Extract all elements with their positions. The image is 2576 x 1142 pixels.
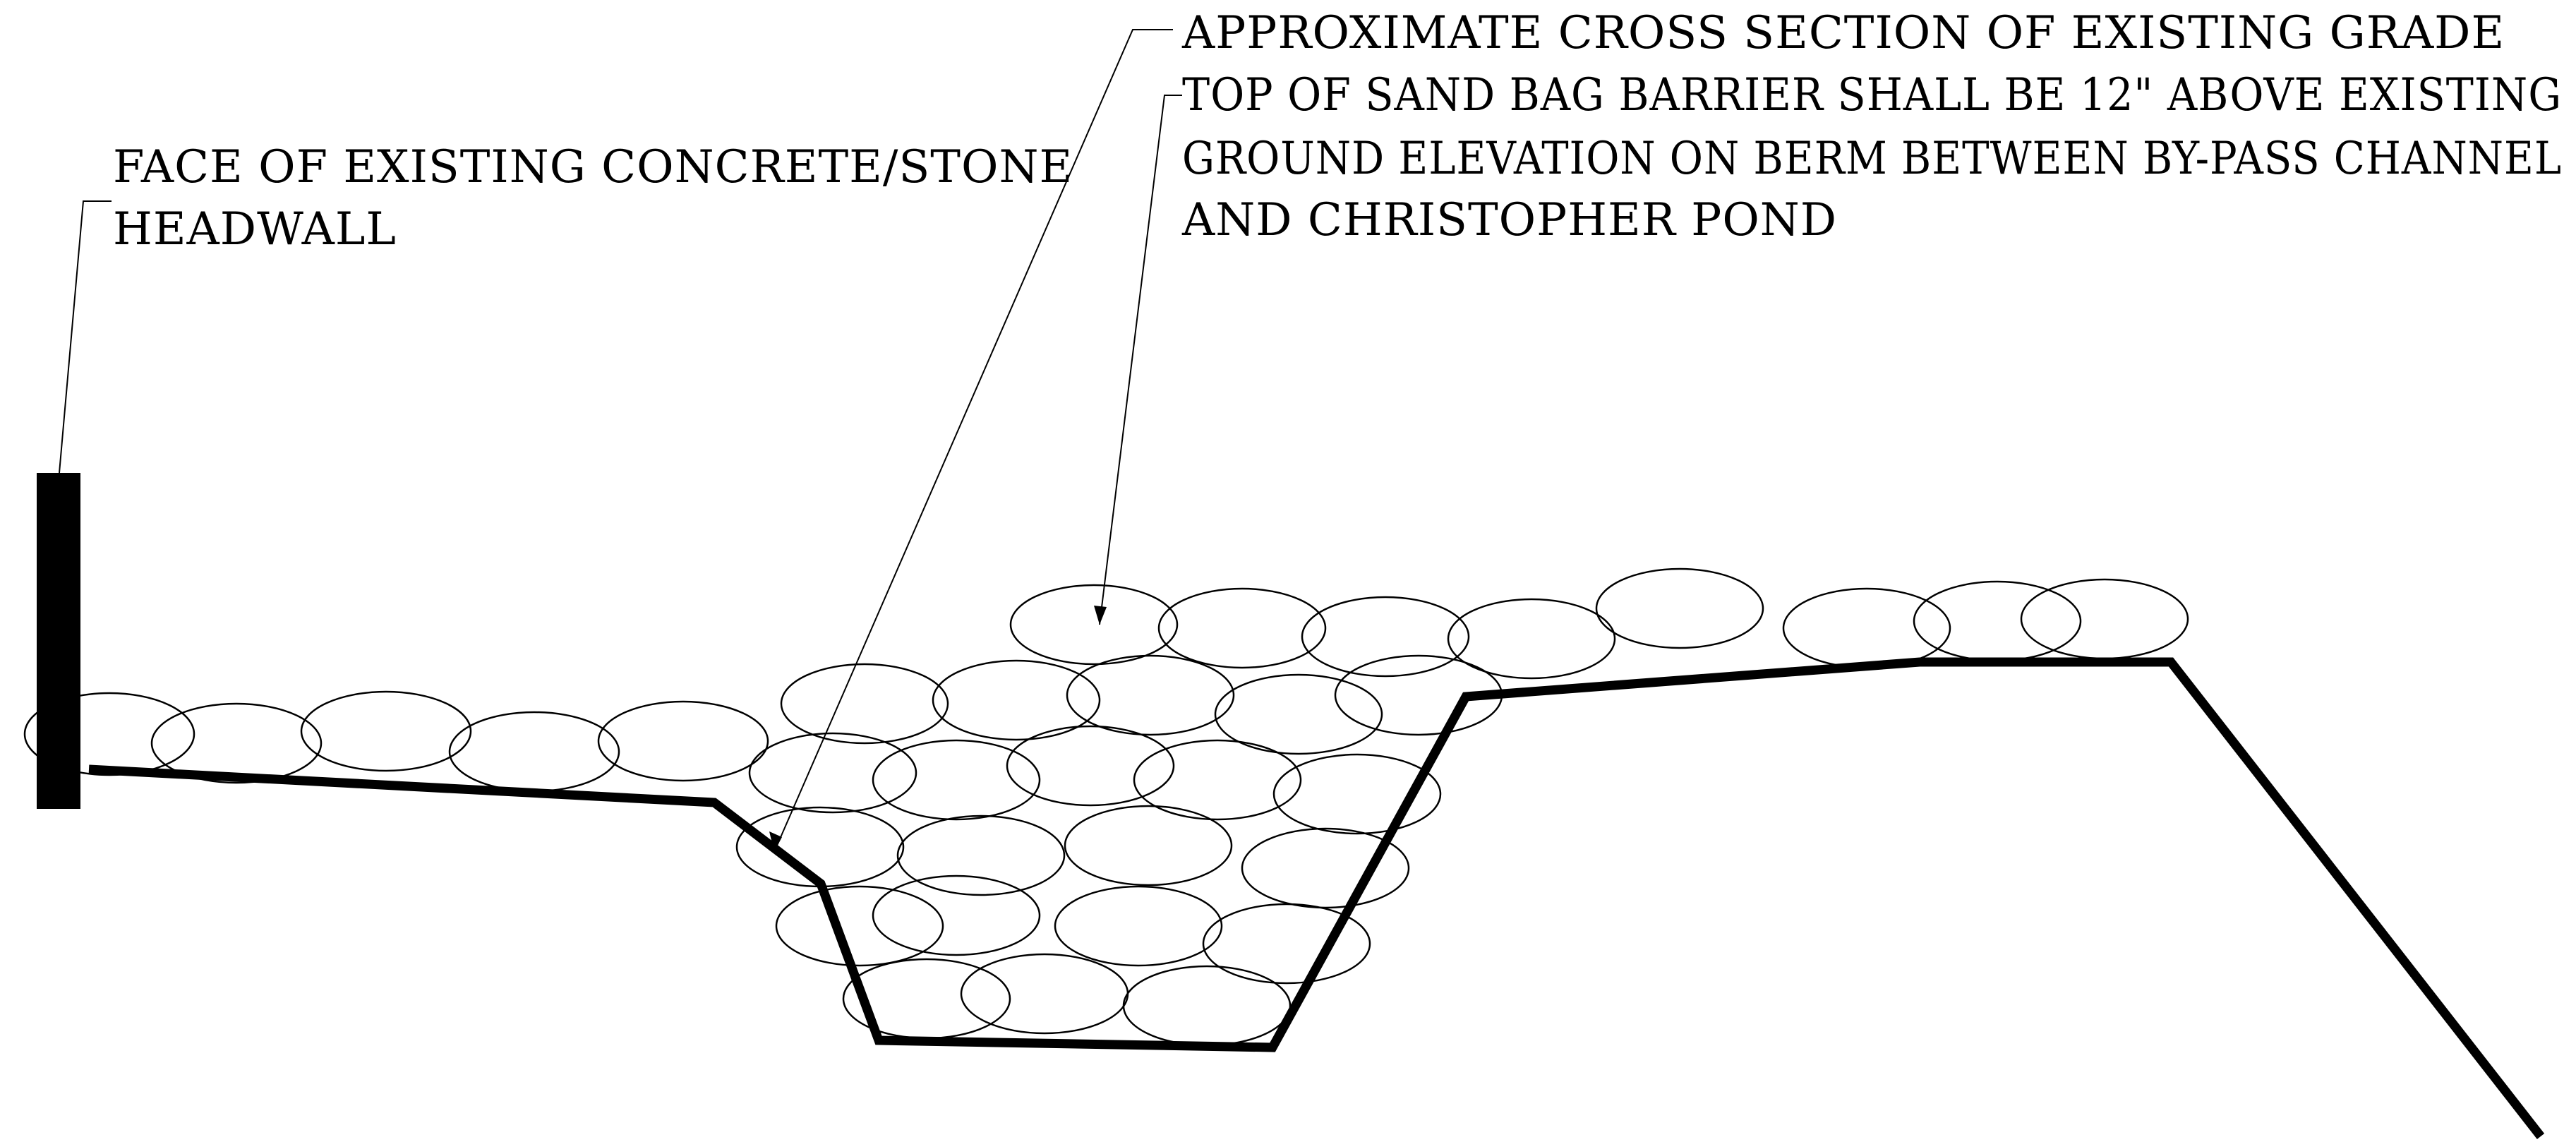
arrowhead-grade [769, 831, 782, 852]
sandbag [872, 739, 1041, 821]
sandbag [735, 806, 905, 888]
headwall-label-line2: HEADWALL [113, 203, 397, 256]
sandbag [1272, 753, 1442, 835]
sandbag [780, 663, 949, 745]
sandbag [448, 711, 620, 793]
sandbag-label-line1: TOP OF SAND BAG BARRIER SHALL BE 12" ABO… [1182, 69, 2562, 121]
sandbag [1066, 654, 1235, 736]
sandbag-label-line3: AND CHRISTOPHER POND [1182, 194, 1838, 246]
sandbag [1133, 739, 1302, 821]
sandbag [1157, 587, 1327, 669]
sandbag [1301, 596, 1470, 678]
sandbag [150, 702, 323, 784]
sandbag [748, 732, 917, 814]
leader-grade [774, 29, 1173, 853]
leader-sandbag [1099, 95, 1182, 625]
sandbag [775, 885, 944, 967]
sandbag [896, 815, 1066, 896]
sandbag [1122, 965, 1292, 1047]
sandbag [1054, 885, 1223, 967]
leader-headwall [59, 200, 112, 474]
sandbag [1447, 598, 1616, 680]
sandbag [1009, 584, 1179, 666]
sandbag [300, 690, 472, 772]
sandbag [842, 958, 1011, 1040]
grade-label: APPROXIMATE CROSS SECTION OF EXISTING GR… [1182, 7, 2505, 59]
sandbag [597, 700, 769, 782]
sandbag [1214, 673, 1383, 755]
sandbag [932, 659, 1101, 741]
sandbag [1202, 903, 1371, 985]
sandbag [2020, 578, 2189, 660]
sandbag [1006, 725, 1175, 807]
headwall-label-line1: FACE OF EXISTING CONCRETE/STONE [113, 141, 1073, 193]
headwall [37, 473, 80, 809]
sandbag [1595, 567, 1764, 649]
sandbag-barrier [23, 567, 2189, 1047]
existing-grade-line [88, 657, 2545, 1139]
leader-lines [59, 29, 1182, 853]
sandbag [960, 953, 1129, 1035]
sandbag [1064, 805, 1233, 886]
sandbag-label-line2: GROUND ELEVATION ON BERM BETWEEN BY-PASS… [1182, 133, 2562, 185]
arrowhead-sandbag [1094, 606, 1107, 625]
sandbag [1913, 580, 2082, 662]
sandbag [872, 874, 1041, 956]
